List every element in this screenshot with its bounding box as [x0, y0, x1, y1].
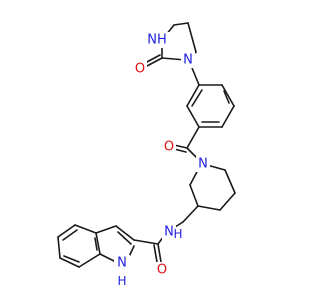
bond	[186, 84, 200, 107]
bond	[221, 84, 235, 107]
bond	[224, 169, 236, 194]
bond	[187, 22, 197, 53]
bond	[189, 184, 199, 207]
carboxamide-oxygen-label: O	[157, 263, 167, 278]
bond	[133, 239, 159, 245]
bond	[63, 255, 80, 263]
bond	[144, 54, 161, 64]
bond	[95, 225, 117, 234]
indole-nitrogen-label: N	[117, 256, 127, 271]
piperidine-nitrogen-label: N	[198, 157, 208, 172]
bond	[191, 89, 203, 107]
bond	[95, 232, 101, 255]
bond	[186, 105, 200, 128]
bond	[174, 221, 184, 228]
benzoyl-oxygen-label: O	[164, 140, 174, 155]
bond	[153, 244, 158, 263]
bond	[146, 57, 163, 67]
bond	[59, 257, 80, 268]
urea-oxygen-label: O	[135, 62, 145, 77]
bond	[62, 229, 78, 241]
bond	[115, 225, 135, 241]
amide-hydrogen-label: H	[173, 227, 182, 241]
structure-canvas: NH O N O N N H O N H	[57, 22, 236, 288]
bond	[223, 90, 230, 104]
bond	[99, 253, 117, 263]
bonds	[57, 22, 236, 268]
bond	[94, 237, 98, 251]
bond	[57, 224, 76, 238]
atom-labels: NH O N O N N H O N H	[114, 32, 210, 288]
bond	[197, 205, 221, 211]
bond	[78, 253, 101, 268]
bond	[221, 105, 235, 128]
bond	[117, 231, 132, 245]
bond	[57, 236, 61, 259]
bond	[186, 126, 200, 149]
amide-nitrogen-label: N	[164, 225, 174, 240]
bond	[173, 144, 188, 149]
bond	[182, 205, 199, 223]
indole-hydrogen-label: H	[117, 274, 126, 288]
molecule-structure: NH O N O N N H O N H	[57, 22, 236, 288]
bond	[157, 243, 162, 263]
bond	[173, 22, 189, 26]
bond	[219, 192, 236, 211]
urea-nh-label: NH	[147, 33, 167, 48]
bond	[74, 224, 97, 234]
urea-nitrogen-label: N	[183, 53, 193, 68]
